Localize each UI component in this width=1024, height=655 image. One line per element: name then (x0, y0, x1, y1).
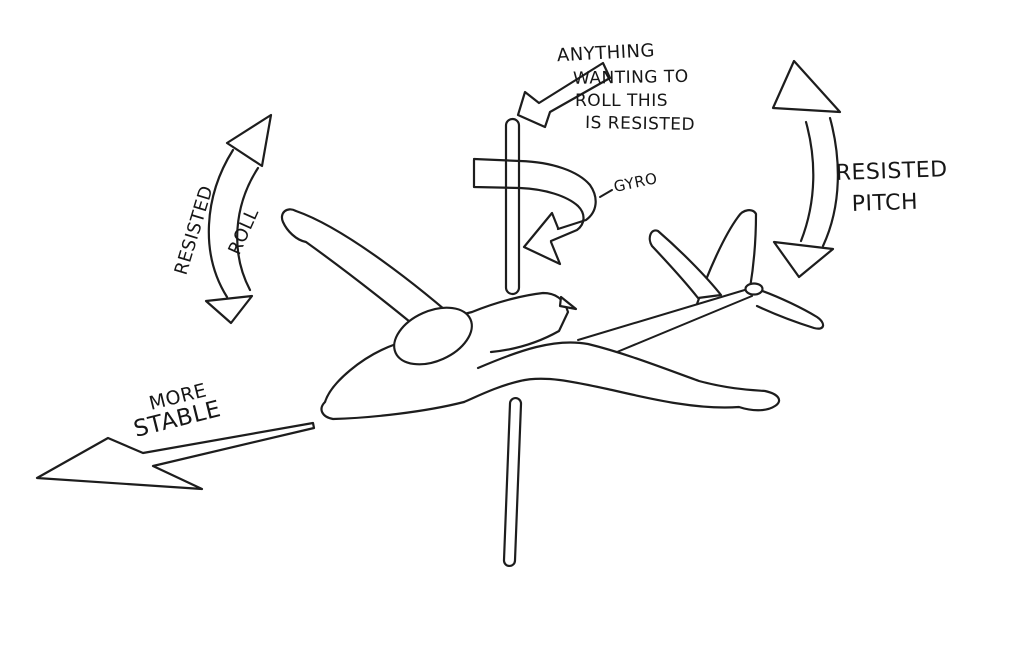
airplane (280, 208, 825, 421)
gyro-axis-rod-lower (502, 396, 523, 568)
resisted-roll-arrow: RESISTED ROLL (171, 113, 273, 325)
more-stable-arrow: MORE STABLE (35, 379, 316, 491)
tail-boom-lower-line (616, 295, 753, 353)
roll-arrowhead-top (225, 113, 273, 168)
pitch-label-pitch: PITCH (851, 190, 918, 217)
right-wing (462, 341, 781, 412)
right-stabilizer (755, 287, 825, 330)
resisted-pitch-arrow: RESISTED PITCH (771, 59, 948, 279)
gyro-axis-rod (502, 117, 523, 568)
gyro-band-bottom-edge (472, 158, 585, 243)
pitch-arc-inner (799, 120, 815, 243)
pitch-arc-outer (821, 116, 839, 248)
gyro-label: GYRO (612, 169, 659, 196)
roll-arc-outer (207, 148, 235, 299)
canopy (393, 306, 473, 366)
tail-boom-upper-line (577, 288, 749, 341)
gyro-leader-line (599, 189, 613, 198)
top-note-line-2: WANTING TO (573, 67, 689, 89)
left-stabilizer (648, 229, 723, 300)
fuselage-rear-tab (558, 295, 578, 311)
gyro-band-top-edge (472, 157, 597, 231)
pitch-label-resisted: RESISTED (835, 157, 948, 186)
vertical-fin (695, 209, 758, 306)
gyro-rotation-arrow: GYRO (472, 157, 659, 266)
gyro-axis-rod-upper (504, 117, 521, 296)
top-note-line-1: ANYTHING (556, 40, 655, 66)
gyro-rotation-arrowhead (522, 211, 562, 266)
roll-label-roll: ROLL (224, 205, 263, 258)
top-note-line-4: IS RESISTED (585, 113, 695, 135)
top-note-line-3: ROLL THIS (575, 91, 668, 111)
pitch-arrowhead-bottom (772, 240, 835, 279)
top-note-arrow (516, 61, 612, 129)
roll-label-resisted: RESISTED (171, 183, 218, 277)
more-stable-arrow-shape (35, 421, 316, 491)
top-note: ANYTHING WANTING TO ROLL THIS IS RESISTE… (516, 40, 695, 135)
tail-mount-knob (744, 282, 764, 296)
pitch-arrowhead-top (771, 59, 842, 114)
roll-arrowhead-bottom (204, 294, 254, 325)
roll-arc-inner (236, 166, 260, 292)
